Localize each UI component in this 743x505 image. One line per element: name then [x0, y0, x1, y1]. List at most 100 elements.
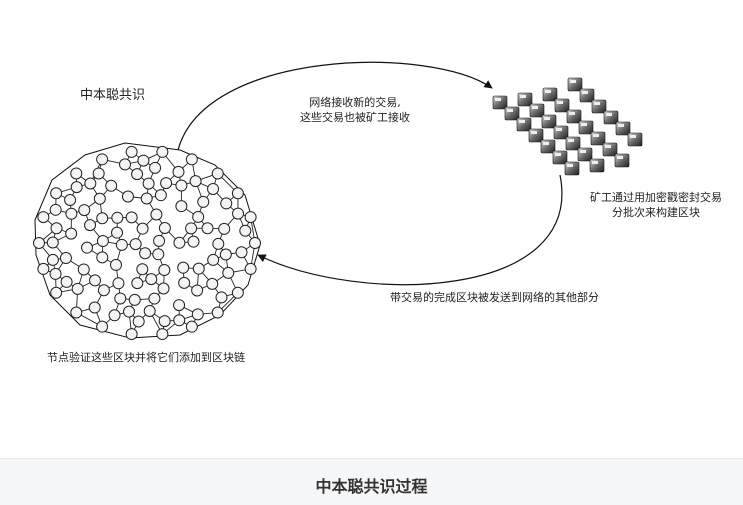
network-node — [144, 306, 155, 317]
network-node — [141, 193, 152, 204]
miner-icon — [603, 143, 617, 156]
miner-icon — [541, 140, 555, 153]
network-node — [138, 155, 149, 166]
network-node — [47, 254, 58, 265]
node-network — [34, 143, 261, 340]
network-node — [79, 205, 90, 216]
network-node — [51, 287, 62, 298]
network-node — [126, 329, 137, 340]
network-node — [137, 264, 148, 275]
miner-icon — [568, 78, 582, 91]
network-node — [140, 248, 151, 259]
network-node — [245, 212, 256, 223]
network-node — [155, 190, 166, 201]
miner-icon — [530, 104, 544, 117]
network-node — [97, 252, 108, 263]
miner-icon — [591, 132, 605, 145]
network-node — [94, 193, 105, 204]
network-node — [47, 237, 58, 248]
network-node — [71, 182, 82, 193]
miner-icon — [567, 110, 581, 123]
figure-caption: 中本聪共识过程 — [0, 473, 743, 497]
network-node — [66, 228, 77, 239]
network-node — [126, 146, 137, 157]
network-node — [109, 310, 120, 321]
network-node — [202, 223, 213, 234]
network-node — [150, 162, 161, 173]
network-node — [186, 321, 197, 332]
network-node — [71, 168, 82, 179]
network-node — [232, 188, 243, 199]
network-node — [38, 212, 49, 223]
network-node — [212, 307, 223, 318]
network-node — [198, 196, 209, 207]
network-node — [97, 321, 108, 332]
network-node — [208, 183, 219, 194]
network-node — [157, 329, 168, 340]
network-node — [192, 285, 203, 296]
miner-icon — [554, 126, 568, 139]
miner-icon — [590, 159, 604, 172]
network-node — [179, 277, 190, 288]
network-node — [146, 274, 157, 285]
network-node — [153, 249, 164, 260]
network-node — [111, 259, 122, 270]
network-node — [115, 293, 126, 304]
network-node — [154, 235, 165, 246]
consensus-diagram — [0, 0, 743, 458]
network-node — [113, 278, 124, 289]
edge-label-top-line1: 网络接收新的交易, — [300, 95, 410, 110]
network-node — [120, 159, 131, 170]
network-node — [190, 176, 201, 187]
miner-icon — [604, 111, 618, 124]
miner-icon — [580, 89, 594, 102]
network-node — [207, 278, 218, 289]
network-node — [213, 238, 224, 249]
network-node — [250, 238, 261, 249]
miner-icon — [615, 154, 629, 167]
network-node — [61, 276, 72, 287]
miner-icon — [543, 88, 557, 101]
network-node — [51, 223, 62, 234]
network-node — [245, 263, 256, 274]
network-node — [137, 223, 148, 234]
network-node — [133, 316, 144, 327]
network-node — [97, 213, 108, 224]
arrow-miners-to-network — [258, 175, 562, 285]
network-node — [78, 264, 89, 275]
network-node — [132, 169, 143, 180]
network-node — [38, 263, 49, 274]
network-node — [236, 247, 247, 258]
network-node — [112, 212, 123, 223]
network-node — [106, 180, 117, 191]
network-node — [219, 223, 230, 234]
miner-icon — [592, 100, 606, 113]
network-node — [186, 223, 197, 234]
miner-icon — [505, 107, 519, 120]
network-node — [34, 238, 45, 249]
network-node — [97, 154, 108, 165]
network-node — [124, 306, 135, 317]
miner-icon — [553, 151, 567, 164]
network-node — [71, 307, 82, 318]
network-node — [89, 302, 100, 313]
network-node — [51, 188, 62, 199]
network-node — [174, 237, 185, 248]
network-node — [60, 253, 71, 264]
network-node — [85, 178, 96, 189]
network-node — [116, 239, 127, 250]
miners-cluster — [493, 78, 642, 175]
network-node — [193, 263, 204, 274]
network-node — [50, 204, 61, 215]
miner-icon — [579, 121, 593, 134]
figure-caption-bar: 中本聪共识过程 — [0, 458, 743, 505]
network-node — [192, 309, 203, 320]
network-node — [159, 316, 170, 327]
edge-label-bottom: 带交易的完成区块被发送到网络的其他部分 — [390, 290, 599, 305]
network-node — [66, 208, 77, 219]
network-node — [216, 292, 227, 303]
nodes-caption: 节点验证这些区块并将它们添加到区块链 — [47, 350, 245, 365]
miner-icon — [518, 93, 532, 106]
network-node — [90, 275, 101, 286]
miner-icon — [542, 115, 556, 128]
